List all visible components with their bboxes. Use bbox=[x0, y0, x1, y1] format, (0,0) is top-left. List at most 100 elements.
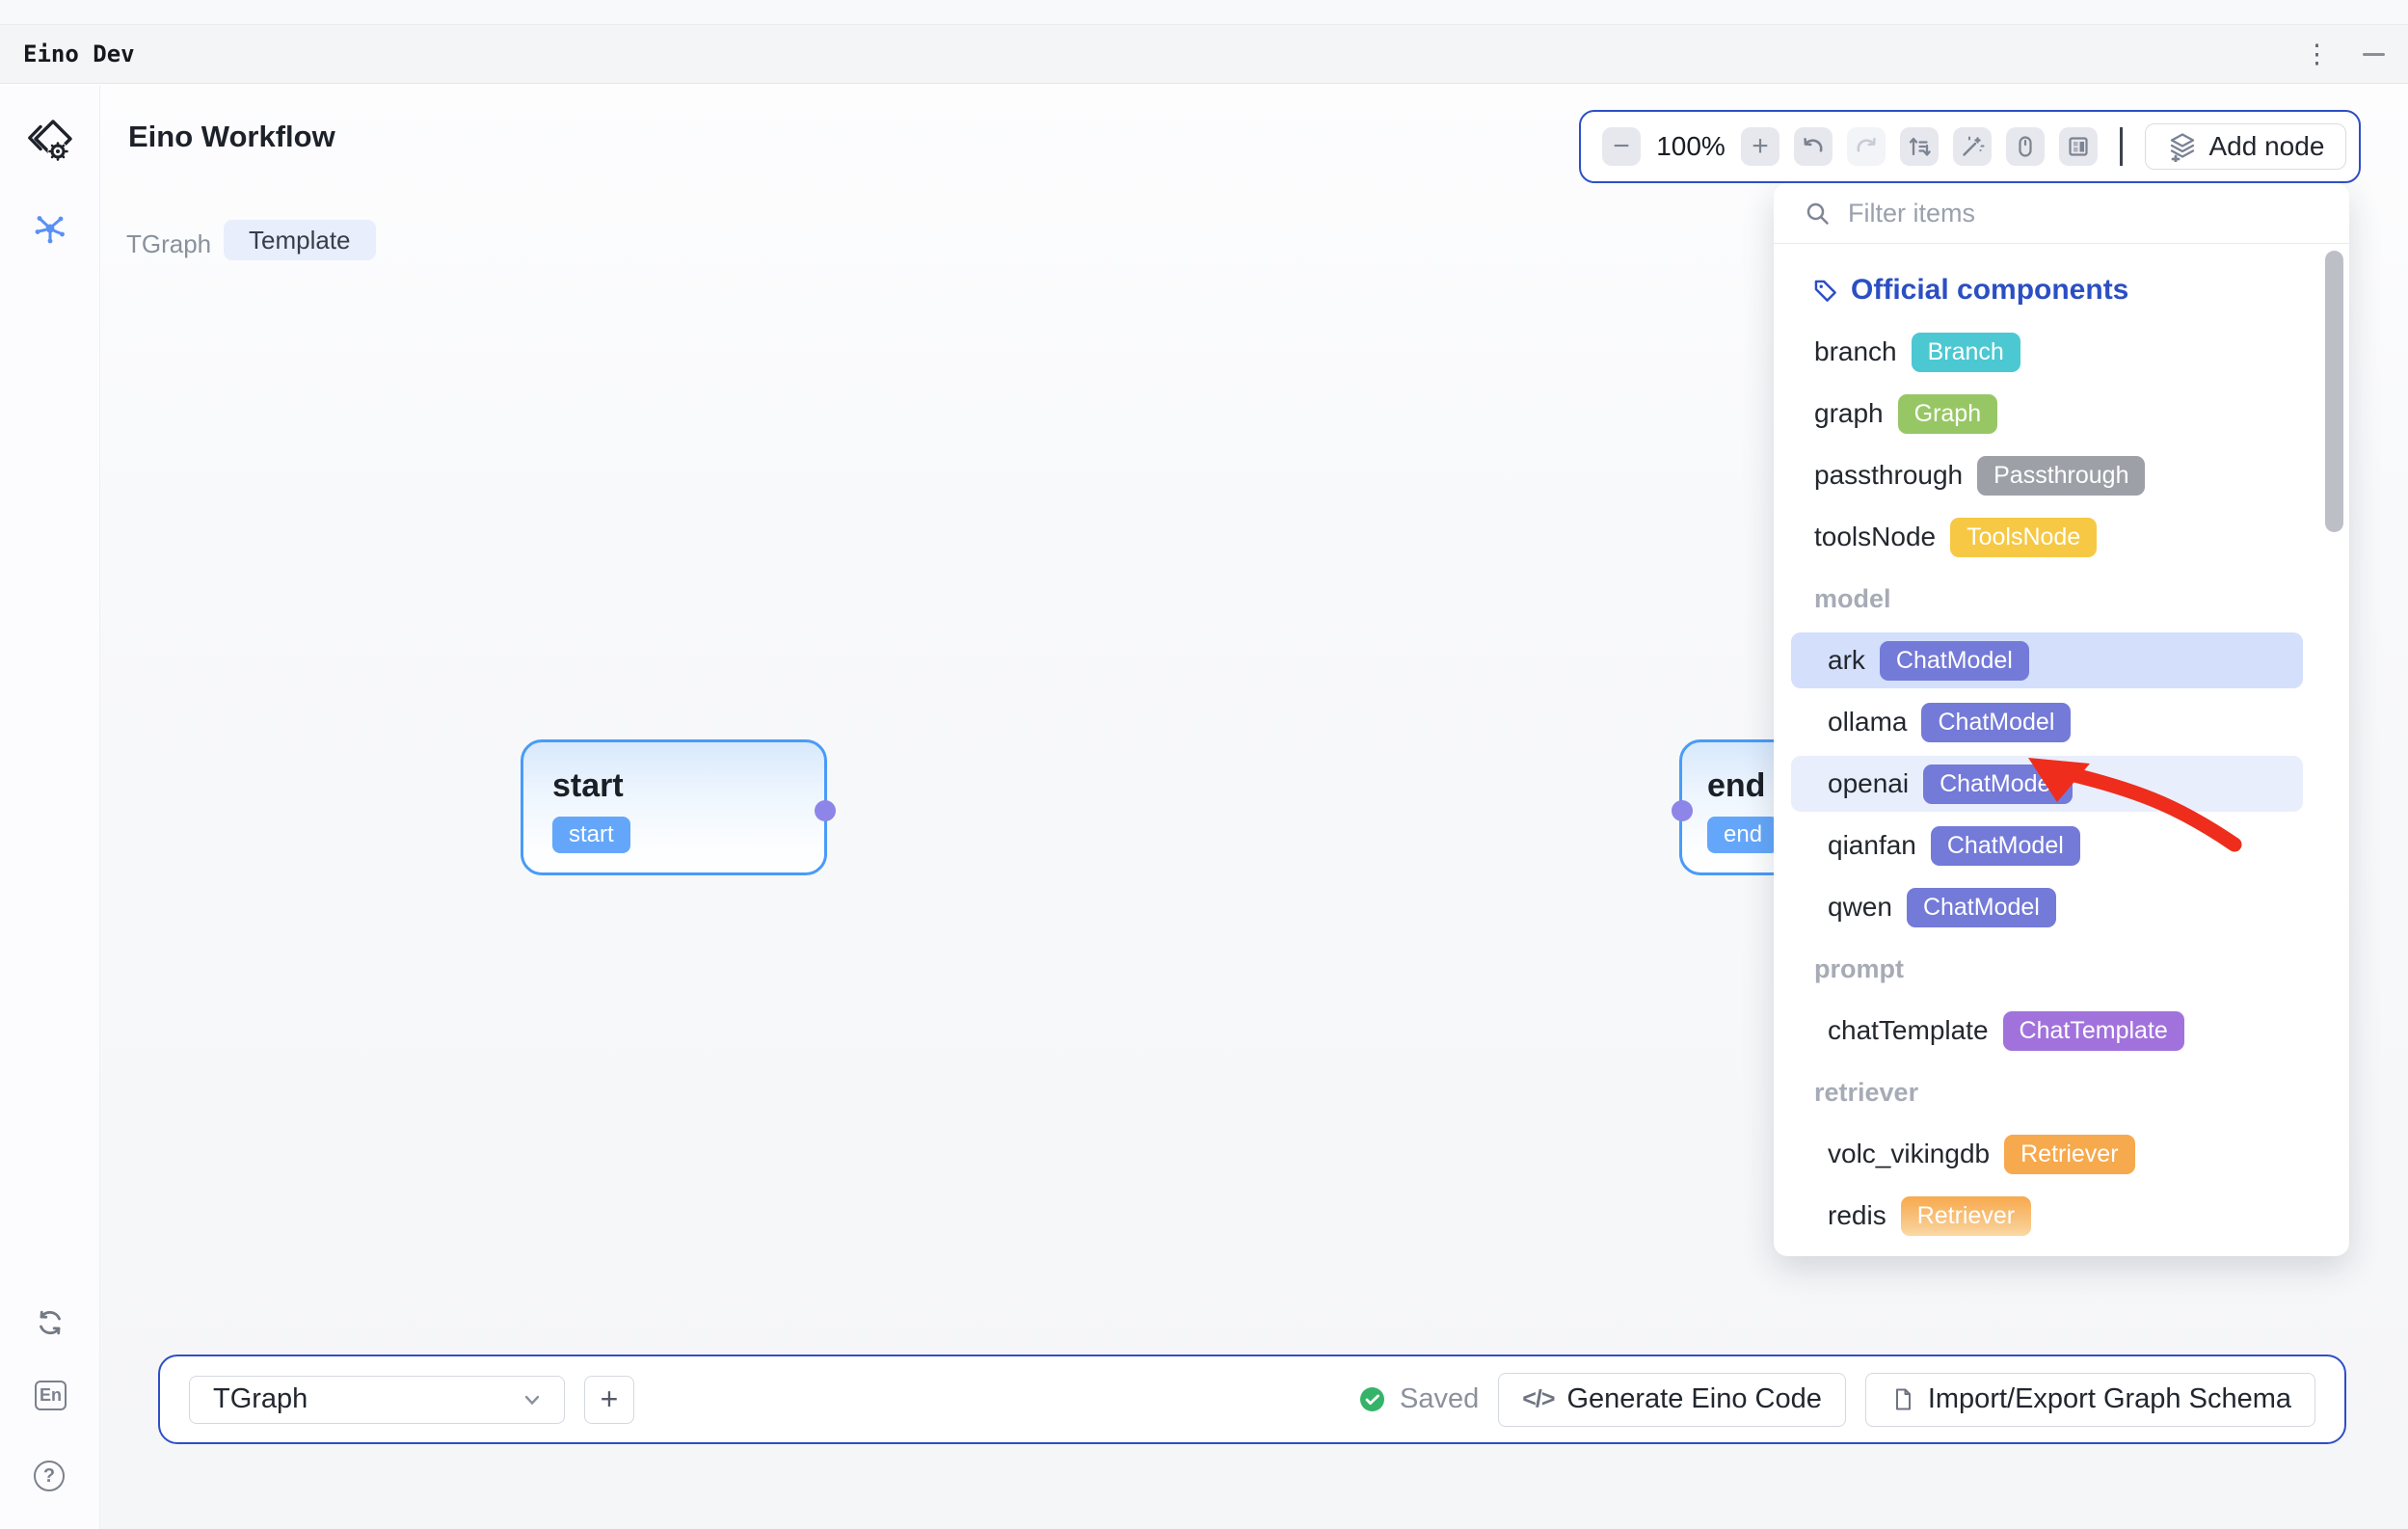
tab-template-label: Template bbox=[249, 225, 351, 255]
kebab-menu-icon[interactable]: ⋮ bbox=[2304, 39, 2330, 68]
component-item-graph[interactable]: graph Graph bbox=[1774, 383, 2349, 444]
component-label: redis bbox=[1828, 1200, 1886, 1230]
filter-row bbox=[1774, 183, 2349, 244]
save-status: Saved bbox=[1358, 1383, 1479, 1415]
magic-wand-button[interactable] bbox=[1953, 127, 1992, 166]
component-type-badge: ChatTemplate bbox=[2002, 1010, 2184, 1051]
component-label: openai bbox=[1828, 768, 1910, 798]
vertical-sort-icon bbox=[1909, 137, 1931, 156]
tab-template[interactable]: Template bbox=[224, 220, 376, 260]
add-node-label: Add node bbox=[2208, 131, 2325, 161]
official-components-header: Official components bbox=[1774, 259, 2349, 321]
mouse-settings-button[interactable] bbox=[2006, 127, 2045, 166]
component-type-badge: Retriever bbox=[2004, 1134, 2135, 1174]
component-type-badge: Branch bbox=[1911, 332, 2020, 372]
add-graph-button[interactable]: + bbox=[584, 1375, 634, 1424]
check-circle-icon bbox=[1360, 1387, 1385, 1411]
component-item-ark[interactable]: ark ChatModel bbox=[1774, 630, 2349, 691]
plus-icon: + bbox=[1752, 130, 1769, 162]
layers-plus-icon bbox=[2170, 133, 2194, 162]
canvas-toolbar: − 100% + bbox=[1579, 110, 2361, 183]
language-icon[interactable]: En bbox=[35, 1381, 67, 1410]
sidebar-item-workflow[interactable] bbox=[34, 213, 67, 246]
minimap-icon bbox=[2069, 137, 2088, 156]
zoom-out-button[interactable]: − bbox=[1602, 127, 1641, 166]
component-type-badge: Graph bbox=[1897, 393, 1998, 434]
document-icon bbox=[1895, 1388, 1911, 1410]
row-highlight bbox=[1791, 632, 2303, 688]
graph-select-value: TGraph bbox=[213, 1383, 308, 1414]
toolbar-divider bbox=[2120, 127, 2123, 166]
filter-input[interactable] bbox=[1846, 197, 2349, 229]
component-label: branch bbox=[1814, 336, 1897, 366]
component-type-badge: ChatModel bbox=[1923, 764, 2073, 804]
node-end-badge: end bbox=[1707, 817, 1779, 853]
help-icon[interactable]: ? bbox=[34, 1461, 65, 1491]
component-type-badge: Retriever bbox=[1900, 1195, 2032, 1236]
component-item-chatTemplate[interactable]: chatTemplate ChatTemplate bbox=[1774, 1000, 2349, 1061]
titlebar: Eino Dev ⋮ bbox=[0, 25, 2408, 84]
sidebar-item-sync[interactable] bbox=[34, 1306, 67, 1339]
sidebar-item-debug[interactable] bbox=[34, 289, 67, 322]
import-export-button[interactable]: Import/Export Graph Schema bbox=[1864, 1372, 2315, 1427]
graph-select[interactable]: TGraph bbox=[189, 1375, 565, 1424]
node-start[interactable]: start start bbox=[521, 739, 836, 875]
component-item-qianfan[interactable]: qianfan ChatModel bbox=[1774, 815, 2349, 876]
node-end-input-port[interactable] bbox=[1672, 800, 1693, 821]
undo-button[interactable] bbox=[1794, 127, 1833, 166]
window-top-strip bbox=[0, 0, 2408, 25]
component-item-toolsNode[interactable]: toolsNode ToolsNode bbox=[1774, 506, 2349, 568]
magic-wand-icon bbox=[1963, 136, 1985, 156]
component-label: ollama bbox=[1828, 707, 1908, 737]
chevron-down-icon bbox=[524, 1395, 540, 1405]
window-title: Eino Dev bbox=[23, 40, 135, 67]
generate-code-label: Generate Eino Code bbox=[1566, 1383, 1822, 1414]
component-type-badge: ChatModel bbox=[1921, 702, 2072, 742]
component-type-badge: ToolsNode bbox=[1950, 517, 2098, 557]
node-start-title: start bbox=[552, 767, 624, 804]
bottom-bar: TGraph + Saved </> Generate Eino Code Im… bbox=[158, 1355, 2346, 1444]
official-components-label: Official components bbox=[1851, 274, 2129, 306]
component-label: ark bbox=[1828, 645, 1865, 675]
redo-button[interactable] bbox=[1847, 127, 1886, 166]
sidebar bbox=[0, 85, 100, 1529]
zoom-level: 100% bbox=[1656, 131, 1726, 161]
component-item-redis[interactable]: redis Retriever bbox=[1774, 1185, 2349, 1247]
component-label: chatTemplate bbox=[1828, 1015, 1989, 1045]
tag-icon bbox=[1814, 280, 1836, 302]
help-label: ? bbox=[42, 1464, 56, 1487]
component-item-openai[interactable]: openai ChatModel bbox=[1774, 753, 2349, 815]
component-type-badge: ChatModel bbox=[1930, 825, 2080, 866]
component-label: qianfan bbox=[1828, 830, 1916, 860]
component-item-branch[interactable]: branch Branch bbox=[1774, 321, 2349, 383]
mouse-icon bbox=[2019, 136, 2032, 157]
component-item-ollama[interactable]: ollama ChatModel bbox=[1774, 691, 2349, 753]
language-label: En bbox=[39, 1385, 62, 1405]
component-label: toolsNode bbox=[1814, 522, 1937, 551]
titlebar-controls: ⋮ bbox=[2304, 39, 2385, 68]
code-icon: </> bbox=[1522, 1385, 1555, 1412]
panel-item-list: Official components branch Branch graph Gra… bbox=[1774, 244, 2349, 1247]
plus-icon: + bbox=[600, 1381, 619, 1416]
saved-label: Saved bbox=[1400, 1383, 1480, 1414]
add-node-button[interactable]: Add node bbox=[2144, 123, 2347, 170]
panel-scrollbar[interactable] bbox=[2325, 251, 2343, 532]
search-icon bbox=[1806, 202, 1829, 225]
zoom-in-button[interactable]: + bbox=[1741, 127, 1779, 166]
minimap-button[interactable] bbox=[2059, 127, 2098, 166]
section-prompt: prompt bbox=[1814, 953, 1904, 983]
auto-layout-button[interactable] bbox=[1900, 127, 1939, 166]
component-type-badge: ChatModel bbox=[1879, 640, 2029, 681]
minimize-icon[interactable] bbox=[2363, 52, 2385, 56]
node-start-badge: start bbox=[552, 817, 630, 853]
component-label: graph bbox=[1814, 398, 1884, 428]
tab-tgraph[interactable]: TGraph bbox=[126, 229, 212, 258]
generate-code-button[interactable]: </> Generate Eino Code bbox=[1498, 1372, 1846, 1427]
node-start-output-port[interactable] bbox=[815, 800, 836, 821]
import-export-label: Import/Export Graph Schema bbox=[1927, 1383, 2291, 1414]
page-title: Eino Workflow bbox=[128, 120, 335, 153]
section-retriever: retriever bbox=[1814, 1077, 1919, 1107]
